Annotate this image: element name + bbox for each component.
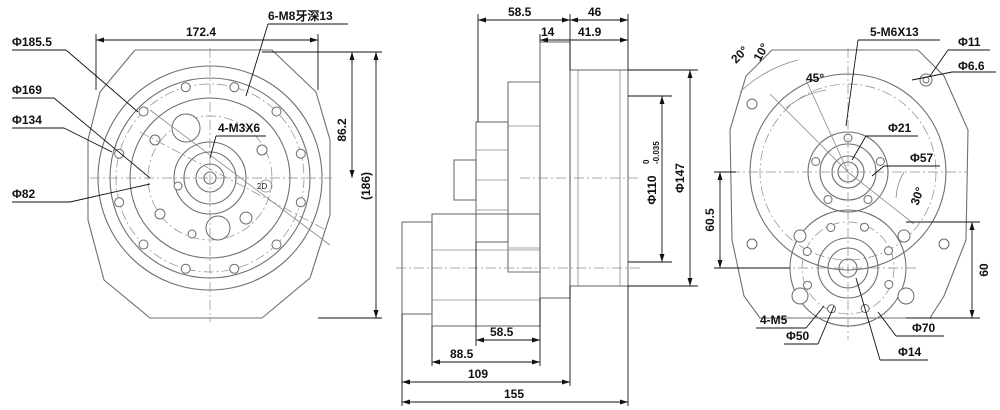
rear-corner-hole-tl: [746, 98, 758, 110]
dim-60-5: 60.5: [703, 208, 717, 232]
front-small-hole-f: [173, 181, 183, 191]
front-bolt-hole-9: [180, 82, 191, 93]
front-bolt-hole-6: [114, 197, 125, 208]
dim-46: 46: [588, 5, 602, 19]
front-large-hole-bottom: [205, 215, 231, 241]
label-6-m8: 6-M8牙深13: [268, 8, 333, 23]
front-bolt-hole-12: [295, 148, 306, 159]
mark-2d: 2D: [257, 182, 267, 191]
front-small-hole-c: [239, 211, 253, 225]
rear-input-bolt-hole-5: [802, 247, 812, 256]
dim-172-4: 172.4: [186, 25, 216, 39]
rear-upper-bolt-hole-5: [811, 157, 821, 166]
rear-input-bolt-hole-7: [860, 222, 869, 232]
front-bolt-hole-7: [114, 148, 125, 159]
label-dia-82: Φ82: [12, 187, 36, 201]
rear-upper-bolt-hole-4: [823, 195, 833, 204]
dim-41-9: 41.9: [578, 25, 602, 39]
front-bolt-hole-4: [180, 263, 191, 274]
front-view: 2D 172.4 86.2 (186) Φ185.5 Φ169 Φ134: [12, 8, 382, 322]
front-small-hole-e: [187, 229, 197, 239]
label-dia-50: Φ50: [786, 329, 810, 343]
side-top-boss: [453, 159, 477, 201]
dim-58-5-top: 58.5: [508, 5, 532, 19]
dim-dia-110: Φ110: [645, 175, 659, 205]
front-large-hole-top: [171, 113, 201, 143]
rear-input-bolt-hole-8: [884, 246, 893, 256]
side-finned-section: [475, 121, 509, 243]
side-view: 58.5 46 14 41.9 Φ110 0 -0.035 Φ147 58.5: [396, 5, 698, 406]
side-main-body: [507, 81, 541, 273]
front-bolt-hole-2: [271, 239, 282, 250]
front-bolt-hole-3: [229, 263, 240, 274]
rear-housing-outline: [729, 49, 969, 319]
dim-58-5-bottom: 58.5: [490, 325, 514, 339]
front-bolt-hole-8: [138, 106, 149, 117]
front-small-hole-d: [154, 208, 166, 220]
rear-side-boss-l2: [793, 229, 807, 243]
rear-side-boss-r: [897, 287, 915, 305]
label-dia-134: Φ134: [12, 113, 42, 127]
dim-86-2: 86.2: [335, 118, 349, 142]
label-dia-6-6: Φ6.6: [958, 59, 985, 73]
angle-30: 30°: [908, 185, 927, 207]
label-4-m5: 4-M5: [760, 313, 788, 327]
dim-dia-110-tol-upper: 0: [642, 159, 651, 164]
label-5-m6: 5-M6X13: [870, 25, 919, 39]
label-dia-21: Φ21: [888, 121, 912, 135]
angle-10: 10°: [750, 41, 771, 64]
label-dia-57: Φ57: [910, 151, 934, 165]
dim-155: 155: [504, 387, 524, 401]
label-4-m3: 4-M3X6: [218, 121, 260, 135]
dim-dia-110-tol-lower: -0.035: [652, 141, 661, 164]
front-small-hole-a: [149, 134, 161, 146]
angle-45: 45°: [806, 71, 824, 85]
dim-186: (186): [359, 172, 373, 200]
rear-input-bolts: [802, 222, 894, 314]
side-mounting-plate: [539, 41, 571, 299]
label-dia-14: Φ14: [898, 345, 922, 359]
dim-109: 109: [468, 367, 488, 381]
side-input-housing: [431, 213, 541, 327]
rear-input-bolt-hole-6: [826, 223, 836, 232]
dim-14: 14: [541, 25, 555, 39]
label-dia-185-5: Φ185.5: [12, 35, 52, 49]
dim-dia-147: Φ147: [673, 163, 687, 193]
rear-input-bolt-hole-4: [803, 280, 812, 290]
front-small-hole-b: [256, 144, 268, 156]
front-bolt-hole-1: [295, 197, 306, 208]
dim-60: 60: [977, 263, 991, 277]
label-dia-11: Φ11: [958, 35, 981, 49]
rear-input-bolt-hole-1: [884, 280, 894, 289]
rear-side-boss-l: [791, 287, 809, 305]
rear-corner-hole-br: [938, 238, 950, 250]
front-bolt-holes: [114, 82, 306, 274]
front-bolt-hole-10: [229, 82, 240, 93]
rear-side-boss-r2: [897, 229, 911, 243]
rear-upper-bolt-hole-2: [875, 157, 885, 166]
label-dia-70: Φ70: [912, 321, 936, 335]
front-bolt-hole-5: [138, 239, 149, 250]
dim-88-5: 88.5: [450, 347, 474, 361]
rear-view: 20° 10° 45° 30° 5-M6X13 Φ11 Φ6.6 Φ21 Φ57…: [703, 25, 996, 361]
rear-corner-hole-bl: [746, 238, 758, 250]
front-bolt-hole-11: [271, 106, 282, 117]
angle-20: 20°: [728, 43, 751, 66]
rear-upper-bolt-hole-3: [863, 195, 873, 204]
label-dia-169: Φ169: [12, 83, 42, 97]
